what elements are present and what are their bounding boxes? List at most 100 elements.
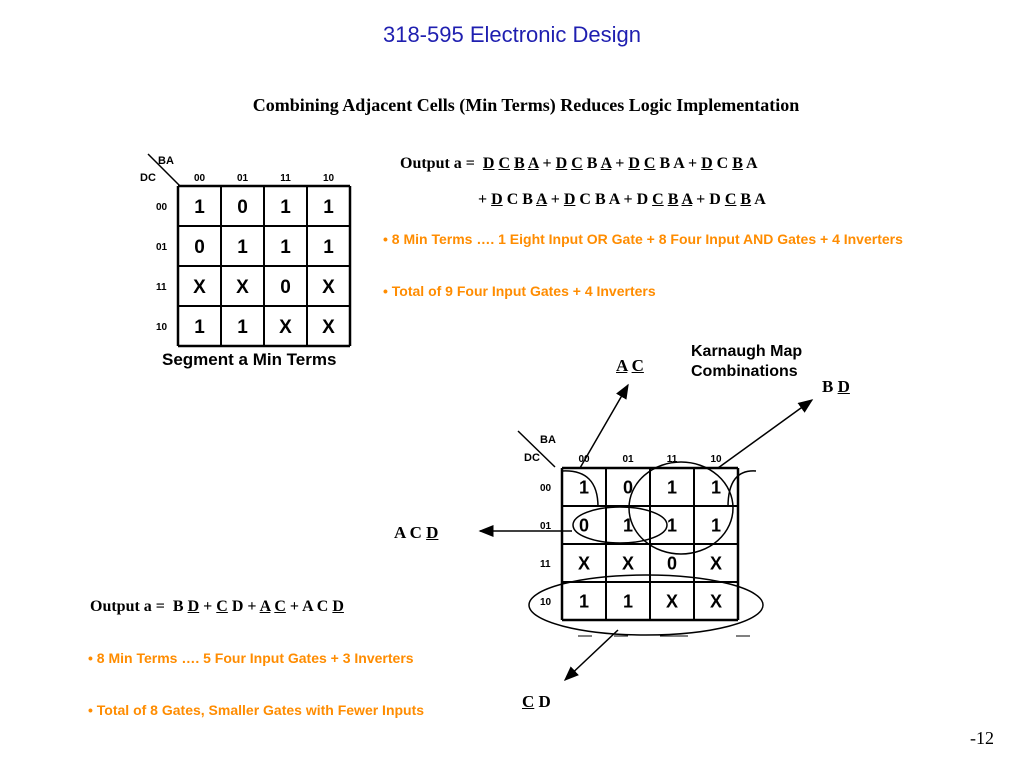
kmap-row-header: 10 [156,322,168,333]
product-term: C D [216,598,243,615]
literal: B [514,155,525,172]
literal: B [822,377,834,396]
kmap-cell: 1 [711,515,721,535]
minterm: D C B A [556,155,612,172]
kmap-cell: 0 [237,197,248,218]
literal: C [579,191,591,208]
literal: C [571,155,583,172]
literal: B [586,155,598,172]
kmap-cell: 1 [711,477,721,497]
literal: A [673,155,684,172]
top-equation-prefix: Output a = [400,155,475,172]
kmap-col-header: 10 [323,173,335,184]
literal: A [600,155,612,172]
course-title: 318-595 Electronic Design [382,22,642,47]
kmap-cell: X [622,553,634,573]
kmap-cell: 1 [194,317,205,338]
minterm: D C B A [483,155,539,172]
top-equation-line2: + D C B A + D C B A + D C B A + D C B A [478,191,766,208]
kmap-corner-diagonal [517,430,556,468]
literal: D [563,191,576,208]
literal: B [732,155,743,172]
top-equation-line1: Output a = D C B A + D C B A + D C B A +… [400,155,758,172]
product-term: B D [173,598,199,615]
literal: C [652,191,664,208]
minterm: D C B A [491,191,547,208]
literal: A [616,356,628,375]
kmap-cell: 1 [280,197,291,218]
literal: A [746,155,758,172]
kmap-cell: 1 [579,591,589,611]
kmap-col-header: 10 [710,454,722,465]
literal: D [426,523,439,542]
group-label-ac: A C [616,356,644,376]
slide-heading: Combining Adjacent Cells (Min Terms) Red… [252,95,800,115]
literal: C [724,191,737,208]
kmap-row-header: 11 [540,559,551,570]
minterm: D C B A [701,155,757,172]
kmap-col-header: 00 [194,173,206,184]
group-loop-acd [572,506,668,544]
literal: D [636,191,649,208]
minterm: D C B A [564,191,620,208]
top-bullet-2: • Total of 9 Four Input Gates + 4 Invert… [383,283,656,299]
top-bullet-1: • 8 Min Terms …. 1 Eight Input OR Gate +… [383,231,903,247]
literal: C [409,523,422,542]
kmap-cell: 0 [667,553,677,573]
literal: D [555,155,568,172]
kmap-row-header: 00 [540,483,552,494]
kmap-corner-col: BA [158,155,174,167]
group-loop-corner-tl [561,470,599,508]
kmap-cell: 0 [579,515,589,535]
group-loop-bd [628,461,734,555]
minterm: D C B A [628,155,684,172]
literal: C [506,191,519,208]
kmap-col-header: 01 [237,173,249,184]
literal: B [659,155,671,172]
literal: D [709,191,721,208]
literal: C [498,155,511,172]
product-term: A C D [302,598,344,615]
kmap-cell: X [666,591,678,611]
kmap-grid [560,466,740,622]
product-term: A C [260,598,286,615]
kmap-corner-row: DC [524,452,540,464]
kmap-row-header: 11 [156,282,167,293]
kmap-cell: X [710,553,722,573]
minterm: D C B A [637,191,693,208]
literal: B [172,598,184,615]
kmap-cell: 1 [237,237,248,258]
kmap-row-header: 00 [156,202,168,213]
group-label-acd: A C D [394,523,438,543]
kmap-cell: X [710,591,722,611]
minterm: D C B A [709,191,765,208]
literal: A [302,598,313,615]
literal: B [594,191,606,208]
literal: C [716,155,729,172]
group-loop-cd [528,574,764,636]
kmap-grid [176,184,352,348]
kmap-row-header: 01 [540,521,552,532]
literal: A [394,523,406,542]
literal: C [522,692,535,711]
kmap-cell: 1 [579,477,589,497]
literal: D [628,155,640,172]
literal: D [482,155,495,172]
kmap-col-header: 11 [280,173,291,184]
literal: A [536,191,547,208]
kmap-combinations-label: Karnaugh Map Combinations [691,343,803,380]
literal: D [538,692,551,711]
kmap-cell: 1 [280,237,291,258]
group-label-cd: C D [522,692,551,712]
kmap-cell: 1 [667,515,677,535]
literal: B [522,191,533,208]
literal: D [332,598,344,615]
kmap-cell: 1 [667,477,677,497]
kmap-cell: 1 [623,515,633,535]
literal: B [667,191,679,208]
